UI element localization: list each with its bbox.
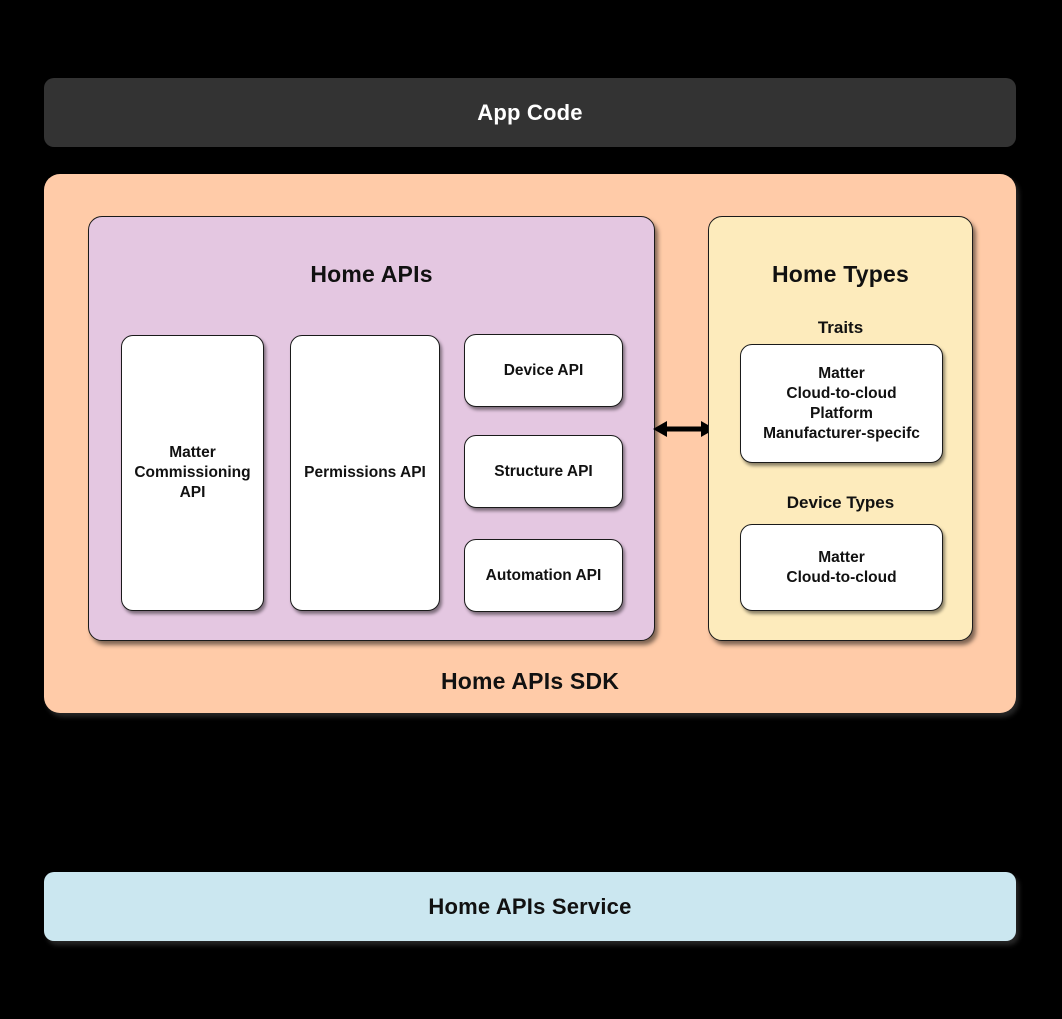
- permissions-api-label: Permissions API: [304, 464, 426, 481]
- permissions-api-card: Permissions API: [290, 335, 440, 611]
- home-apis-box: Home APIs Matter Commissioning API Permi…: [88, 216, 655, 641]
- home-apis-service-box: Home APIs Service: [44, 872, 1016, 941]
- traits-items-label: Matter Cloud-to-cloud Platform Manufactu…: [763, 364, 920, 442]
- app-code-label: App Code: [477, 99, 583, 125]
- device-api-label: Device API: [503, 361, 584, 379]
- home-apis-service-label: Home APIs Service: [428, 893, 632, 919]
- structure-api-label: Structure API: [494, 462, 593, 480]
- automation-api-label: Automation API: [485, 566, 602, 584]
- app-code-box: App Code: [44, 78, 1016, 147]
- device-api-card: Device API: [464, 334, 623, 407]
- bidirectional-arrow-icon: [653, 416, 715, 442]
- device-types-items-label: Matter Cloud-to-cloud: [786, 548, 897, 586]
- traits-label: Traits: [817, 318, 864, 337]
- traits-card: Matter Cloud-to-cloud Platform Manufactu…: [740, 344, 943, 463]
- home-apis-sdk-label: Home APIs SDK: [440, 668, 620, 694]
- automation-api-card: Automation API: [464, 539, 623, 612]
- matter-commissioning-api-label: Matter Commissioning API: [134, 444, 251, 501]
- device-types-label: Device Types: [786, 493, 895, 512]
- matter-commissioning-api-card: Matter Commissioning API: [121, 335, 264, 611]
- structure-api-card: Structure API: [464, 435, 623, 508]
- device-types-card: Matter Cloud-to-cloud: [740, 524, 943, 611]
- home-apis-sdk-container: Home APIs Matter Commissioning API Permi…: [44, 174, 1016, 713]
- home-apis-title: Home APIs: [310, 261, 433, 287]
- home-types-title: Home Types: [771, 261, 910, 287]
- home-types-box: Home Types Traits Matter Cloud-to-cloud …: [708, 216, 973, 641]
